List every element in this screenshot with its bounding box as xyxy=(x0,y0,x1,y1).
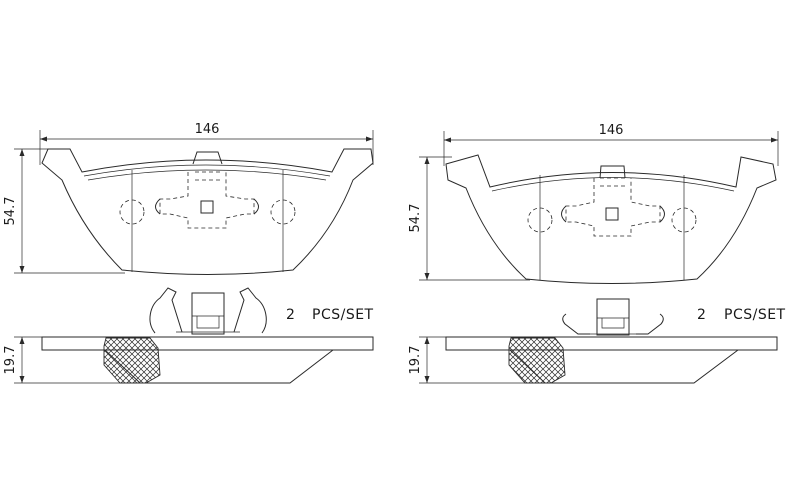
left-height-dimension: 54.7 xyxy=(3,148,125,274)
right-qty-unit: PCS/SET xyxy=(724,307,786,323)
left-width-label: 146 xyxy=(195,122,220,137)
right-pad-set: 146 54.7 xyxy=(408,123,786,384)
right-pad-side xyxy=(445,298,778,384)
right-qty-number: 2 xyxy=(697,307,706,323)
left-quantity-note: 2 PCS/SET xyxy=(286,307,374,323)
right-width-dimension: 146 xyxy=(443,123,779,166)
left-pad-set: 146 54.7 xyxy=(3,122,374,384)
right-pad-face xyxy=(445,154,777,284)
right-height-label: 54.7 xyxy=(408,204,423,233)
left-qty-unit: PCS/SET xyxy=(312,307,374,323)
right-width-label: 146 xyxy=(599,123,624,138)
left-height-label: 54.7 xyxy=(3,197,18,226)
right-thickness-label: 19.7 xyxy=(408,346,423,375)
left-pad-side xyxy=(41,287,374,384)
right-quantity-note: 2 PCS/SET xyxy=(697,307,786,323)
left-width-dimension: 146 xyxy=(39,122,374,165)
left-thickness-label: 19.7 xyxy=(3,346,18,375)
left-qty-number: 2 xyxy=(286,307,295,323)
left-pad-face xyxy=(41,148,374,275)
right-height-dimension: 54.7 xyxy=(408,156,530,281)
